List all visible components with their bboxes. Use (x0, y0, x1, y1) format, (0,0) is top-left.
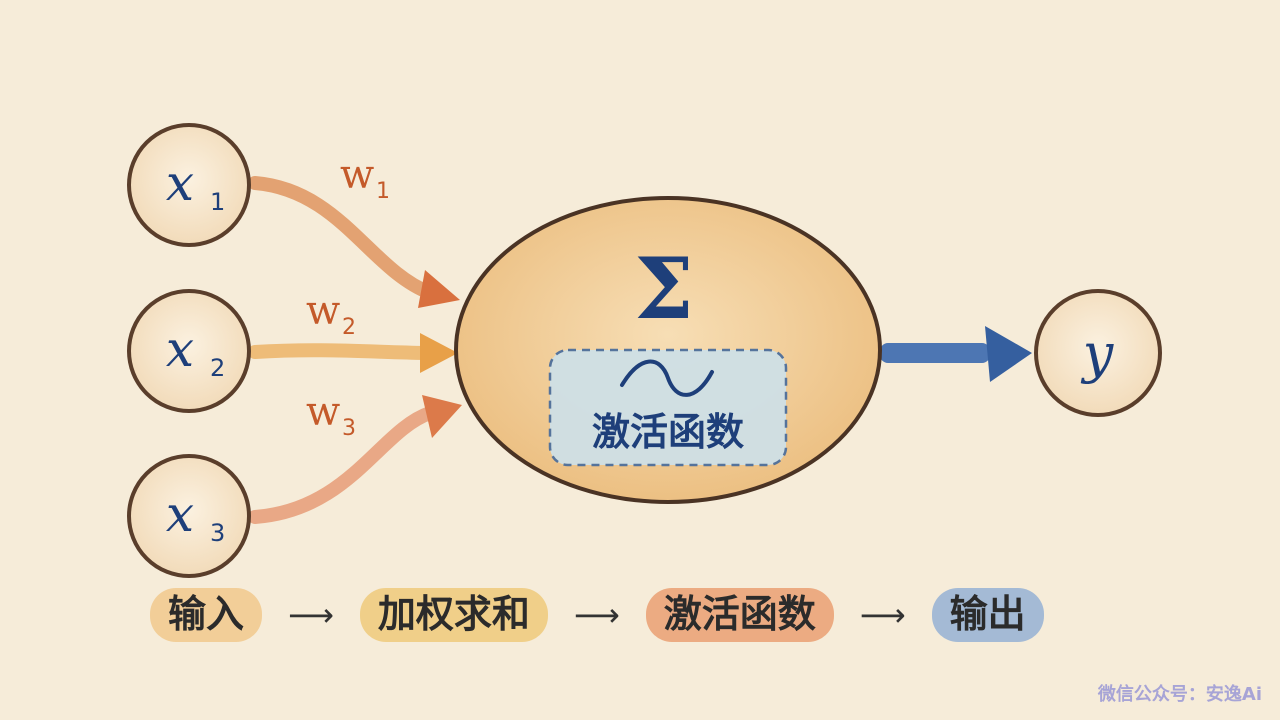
input-arrow-1-head (418, 270, 460, 308)
weight-1-sub: 1 (376, 179, 390, 204)
watermark: 微信公众号：安逸Ai (1097, 684, 1262, 705)
input-arrow-3 (248, 406, 437, 524)
output-node: y (1034, 289, 1162, 417)
process-flow: 输入 ⟶ 加权求和 ⟶ 激活函数 ⟶ 输出 (150, 585, 1150, 645)
output-node-label: y (1081, 322, 1115, 385)
weight-3-label: w (306, 389, 340, 435)
input-node-1-sub: 1 (210, 188, 225, 216)
weight-3: w 3 (306, 389, 356, 441)
weight-3-sub: 3 (342, 416, 356, 441)
flow-step-weighted-sum: 加权求和 (359, 588, 548, 642)
input-arrow-2-head (420, 333, 458, 373)
input-arrow-3-head (422, 395, 462, 438)
input-arrows (248, 176, 462, 524)
activation-label: 激活函数 (592, 409, 744, 454)
input-node-1: x 1 (127, 123, 251, 247)
flow-arrow-2: ⟶ (573, 596, 620, 634)
input-node-3-sub: 3 (210, 519, 225, 547)
input-arrow-1 (248, 176, 437, 300)
flow-arrow-1: ⟶ (288, 596, 334, 634)
flow-step-activation: 激活函数 (645, 588, 834, 642)
weight-2: w 2 (306, 288, 356, 340)
neuron: Σ 激活函数 (454, 196, 882, 504)
weight-2-label: w (306, 288, 340, 334)
input-node-2: x 2 (127, 289, 251, 413)
output-arrow (880, 326, 1032, 382)
wave-icon (620, 359, 714, 397)
flow-step-input: 输入 (150, 588, 263, 642)
input-node-3-label: x (166, 485, 194, 543)
weight-2-sub: 2 (342, 315, 356, 340)
flow-arrow-3: ⟶ (859, 596, 906, 634)
sum-symbol: Σ (634, 239, 693, 338)
weight-1-label: w (340, 152, 374, 198)
flow-step-output: 输出 (931, 588, 1044, 642)
input-node-2-sub: 2 (210, 354, 225, 382)
input-arrow-2 (248, 343, 432, 360)
activation-box (548, 348, 788, 467)
input-node-2-label: x (166, 320, 194, 378)
weight-1: w 1 (340, 152, 390, 204)
input-node-3: x 3 (127, 454, 251, 578)
input-node-1-label: x (166, 154, 194, 212)
